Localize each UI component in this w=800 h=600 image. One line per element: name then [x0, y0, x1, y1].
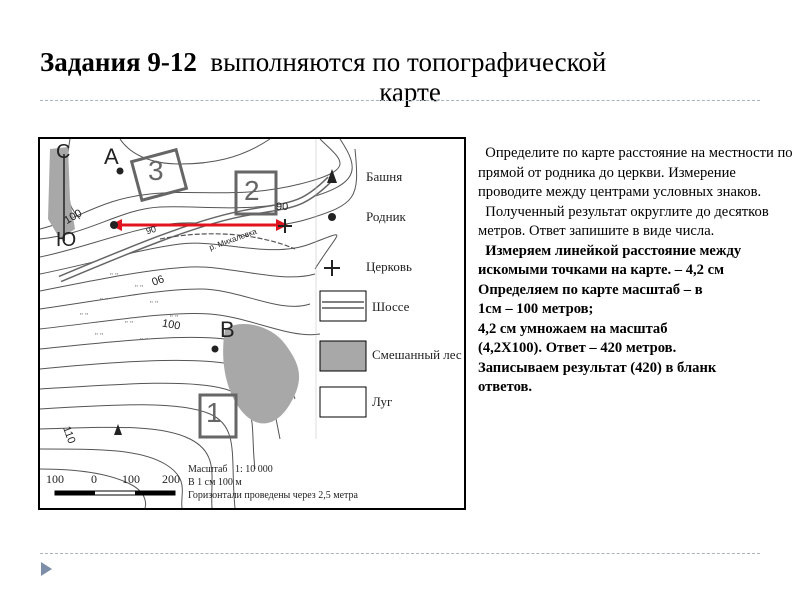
solution-line-7: Записываем результат (420) в бланк [478, 359, 717, 376]
solution-line-1: Измеряем линейкой расстояние между [485, 242, 742, 259]
solution-line-8: ответов. [478, 379, 533, 395]
legend-tower-symbol [327, 169, 337, 183]
solution-line-6: (4,2X100). Ответ – 420 метров. [478, 340, 677, 356]
square-3-label: 3 [148, 155, 164, 186]
direction-north: С [56, 141, 71, 163]
scale-text-1: Масштаб 1: 10 000 [188, 464, 273, 475]
svg-text:" ": " " [150, 300, 158, 309]
point-b-label: В [220, 317, 235, 342]
title-rest: выполняются по топографической [210, 47, 607, 77]
scale-tick-100-right: 100 [122, 472, 140, 486]
square-2-frame [234, 170, 278, 216]
forest-area [223, 324, 300, 424]
legend-meadow: Луг [372, 394, 393, 409]
svg-text:" ": " " [95, 332, 103, 341]
legend-highway-swatch [319, 290, 367, 322]
svg-text:" ": " " [100, 297, 108, 306]
church-symbol-map [278, 219, 292, 233]
scale-tick-200: 200 [162, 472, 180, 486]
scale-text-2: В 1 см 100 м [188, 477, 242, 488]
square-1-label: 1 [206, 397, 222, 428]
legend-tower: Башня [366, 169, 403, 184]
scale-text-3: Горизонтали проведены через 2,5 метра [188, 490, 358, 501]
task-para-1: Определите по карте расстояние на местно… [478, 145, 793, 200]
road-fill [59, 177, 332, 281]
legend-church-symbol [324, 260, 340, 276]
svg-text:" ": " " [125, 320, 133, 329]
point-a-label: А [104, 144, 119, 169]
title-bold: Задания 9-12 [40, 47, 197, 77]
legend-spring: Родник [366, 209, 406, 224]
legend-spring-symbol [328, 213, 336, 221]
svg-text:" ": " " [135, 284, 143, 293]
solution-line-4: 1см – 100 метров; [478, 301, 594, 317]
svg-text:" ": " " [110, 272, 118, 281]
solution-line-3: Определяем по карте масштаб – в [478, 281, 703, 298]
spring-symbol-map [110, 221, 118, 229]
svg-text:" ": " " [170, 314, 178, 323]
svg-text:" ": " " [80, 312, 88, 321]
legend-forest: Смешанный лес [372, 347, 462, 362]
scale-tick-100-left: 100 [46, 472, 64, 486]
direction-south: Ю [56, 229, 77, 251]
svg-text:" ": " " [140, 337, 148, 346]
title-line2: карте [379, 77, 441, 107]
legend-forest-swatch [319, 340, 367, 372]
topographic-map: " " " " " " " " " " " " " " " " " " [38, 137, 466, 510]
legend-highway: Шоссе [372, 299, 410, 314]
map-drawing: " " " " " " " " " " " " " " " " " " [40, 139, 367, 508]
grey-slope [48, 147, 75, 239]
square-3-frame [129, 147, 189, 203]
contour-label-90-a: 90 [276, 201, 289, 213]
legend-meadow-swatch [319, 386, 367, 418]
tower-symbol-map [114, 424, 122, 435]
task-para-2: Полученный результат округлите до десятк… [478, 203, 769, 240]
solution-line-2: искомыми точками на карте. – 4,2 см [478, 262, 725, 278]
slide-bullet-icon [41, 562, 52, 576]
legend-church: Церковь [366, 259, 412, 274]
page-title: Задания 9-12 выполняются по топографичес… [40, 44, 760, 110]
point-a-marker [116, 167, 124, 175]
square-1-frame [198, 393, 238, 439]
task-text: Определите по карте расстояние на местно… [478, 144, 796, 398]
river [159, 233, 296, 250]
solution-line-5: 4,2 см умножаем на масштаб [478, 320, 668, 337]
meadow-marks: " " " " " " " " " " " " " " " " " " [80, 272, 178, 346]
bottom-divider [40, 553, 760, 554]
point-b-marker [211, 345, 219, 353]
scale-tick-0: 0 [91, 472, 97, 486]
square-2-label: 2 [244, 175, 260, 206]
top-divider [40, 100, 760, 101]
